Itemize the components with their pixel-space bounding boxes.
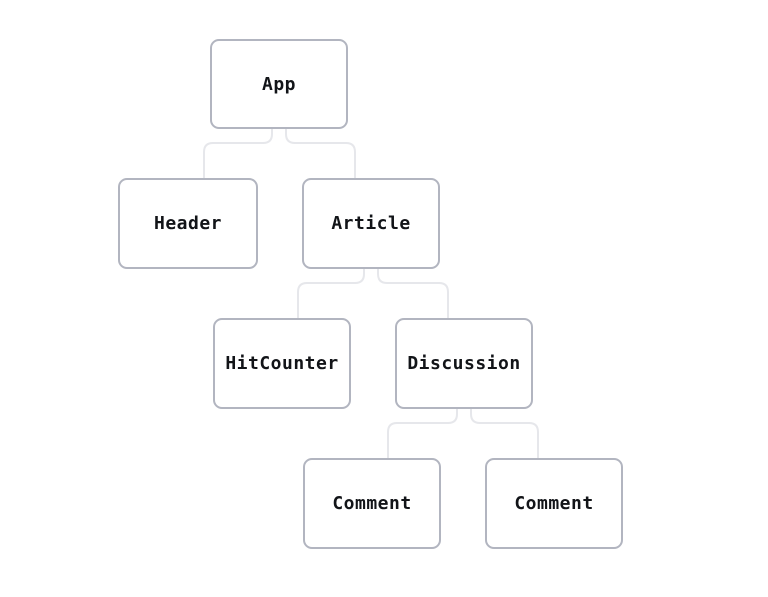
node-header: Header xyxy=(118,178,258,269)
node-comment-1: Comment xyxy=(303,458,441,549)
node-label: App xyxy=(261,73,296,95)
edge-discussion-comment-2 xyxy=(470,409,539,458)
node-discussion: Discussion xyxy=(395,318,533,409)
node-hit-counter: HitCounter xyxy=(213,318,351,409)
node-app: App xyxy=(210,39,348,129)
node-label: Comment xyxy=(514,493,594,514)
node-label: Header xyxy=(153,213,223,234)
node-article: Article xyxy=(302,178,440,269)
node-label: Article xyxy=(331,213,411,234)
edge-app-header xyxy=(203,129,273,178)
node-label: Discussion xyxy=(407,353,521,374)
node-label: Comment xyxy=(332,493,412,514)
edge-app-article xyxy=(285,129,356,178)
edge-discussion-comment-1 xyxy=(387,409,458,458)
node-comment-2: Comment xyxy=(485,458,623,549)
edge-article-hit-counter xyxy=(297,269,365,318)
edge-article-discussion xyxy=(377,269,449,318)
node-label: HitCounter xyxy=(225,353,339,374)
